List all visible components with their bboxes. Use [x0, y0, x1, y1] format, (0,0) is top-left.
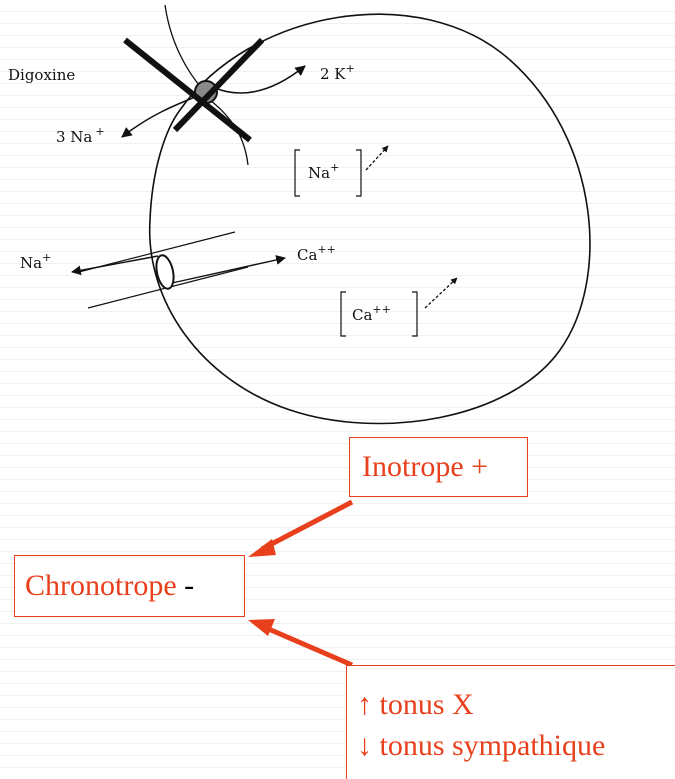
na-conc-increase-arrow	[365, 145, 389, 171]
ca-influx-arrow	[171, 255, 286, 284]
na-pump-label: 3 Na+	[56, 125, 105, 146]
ca-conc-label: Ca++	[352, 303, 391, 324]
na-flux-arrow	[121, 94, 201, 138]
k-flux-arrow	[214, 65, 306, 94]
chronotrope-box: Chronotrope -	[14, 555, 245, 617]
tonus-box: ↑ tonus X ↓ tonus sympathique	[346, 665, 675, 779]
tonus-sympathique-label: ↓ tonus sympathique	[357, 729, 606, 762]
cell-membrane	[148, 13, 591, 425]
inotrope-to-chronotrope-arrow	[260, 499, 354, 552]
tonus-x-label: ↑ tonus X	[357, 688, 474, 721]
na-efflux-arrow	[71, 255, 159, 276]
ca-conc-increase-arrow	[424, 277, 458, 309]
na-conc-bracket-right	[356, 149, 362, 197]
chronotrope-label: Chronotrope	[25, 569, 177, 602]
na-ca-exchanger	[155, 254, 175, 290]
tonus-to-chronotrope-arrowhead	[248, 619, 275, 636]
ca-conc-bracket-left	[340, 291, 346, 337]
na-exchanger-label: Na+	[20, 251, 51, 272]
digoxine-block-bar-1	[123, 37, 252, 143]
k-label: 2 K+	[320, 62, 355, 83]
na-conc-label: Na+	[308, 161, 339, 182]
inotrope-to-chronotrope-arrowhead	[248, 539, 276, 557]
inotrope-label: Inotrope +	[362, 450, 489, 483]
na-conc-bracket-left	[294, 149, 300, 197]
digoxine-label: Digoxine	[8, 66, 75, 84]
digoxine-block-bar-2	[172, 37, 265, 133]
ca-exchanger-label: Ca++	[297, 243, 336, 264]
ca-conc-bracket-right	[412, 291, 418, 337]
chronotrope-sign: -	[184, 569, 195, 602]
inotrope-box: Inotrope +	[349, 437, 528, 497]
tonus-to-chronotrope-arrow	[263, 624, 353, 668]
